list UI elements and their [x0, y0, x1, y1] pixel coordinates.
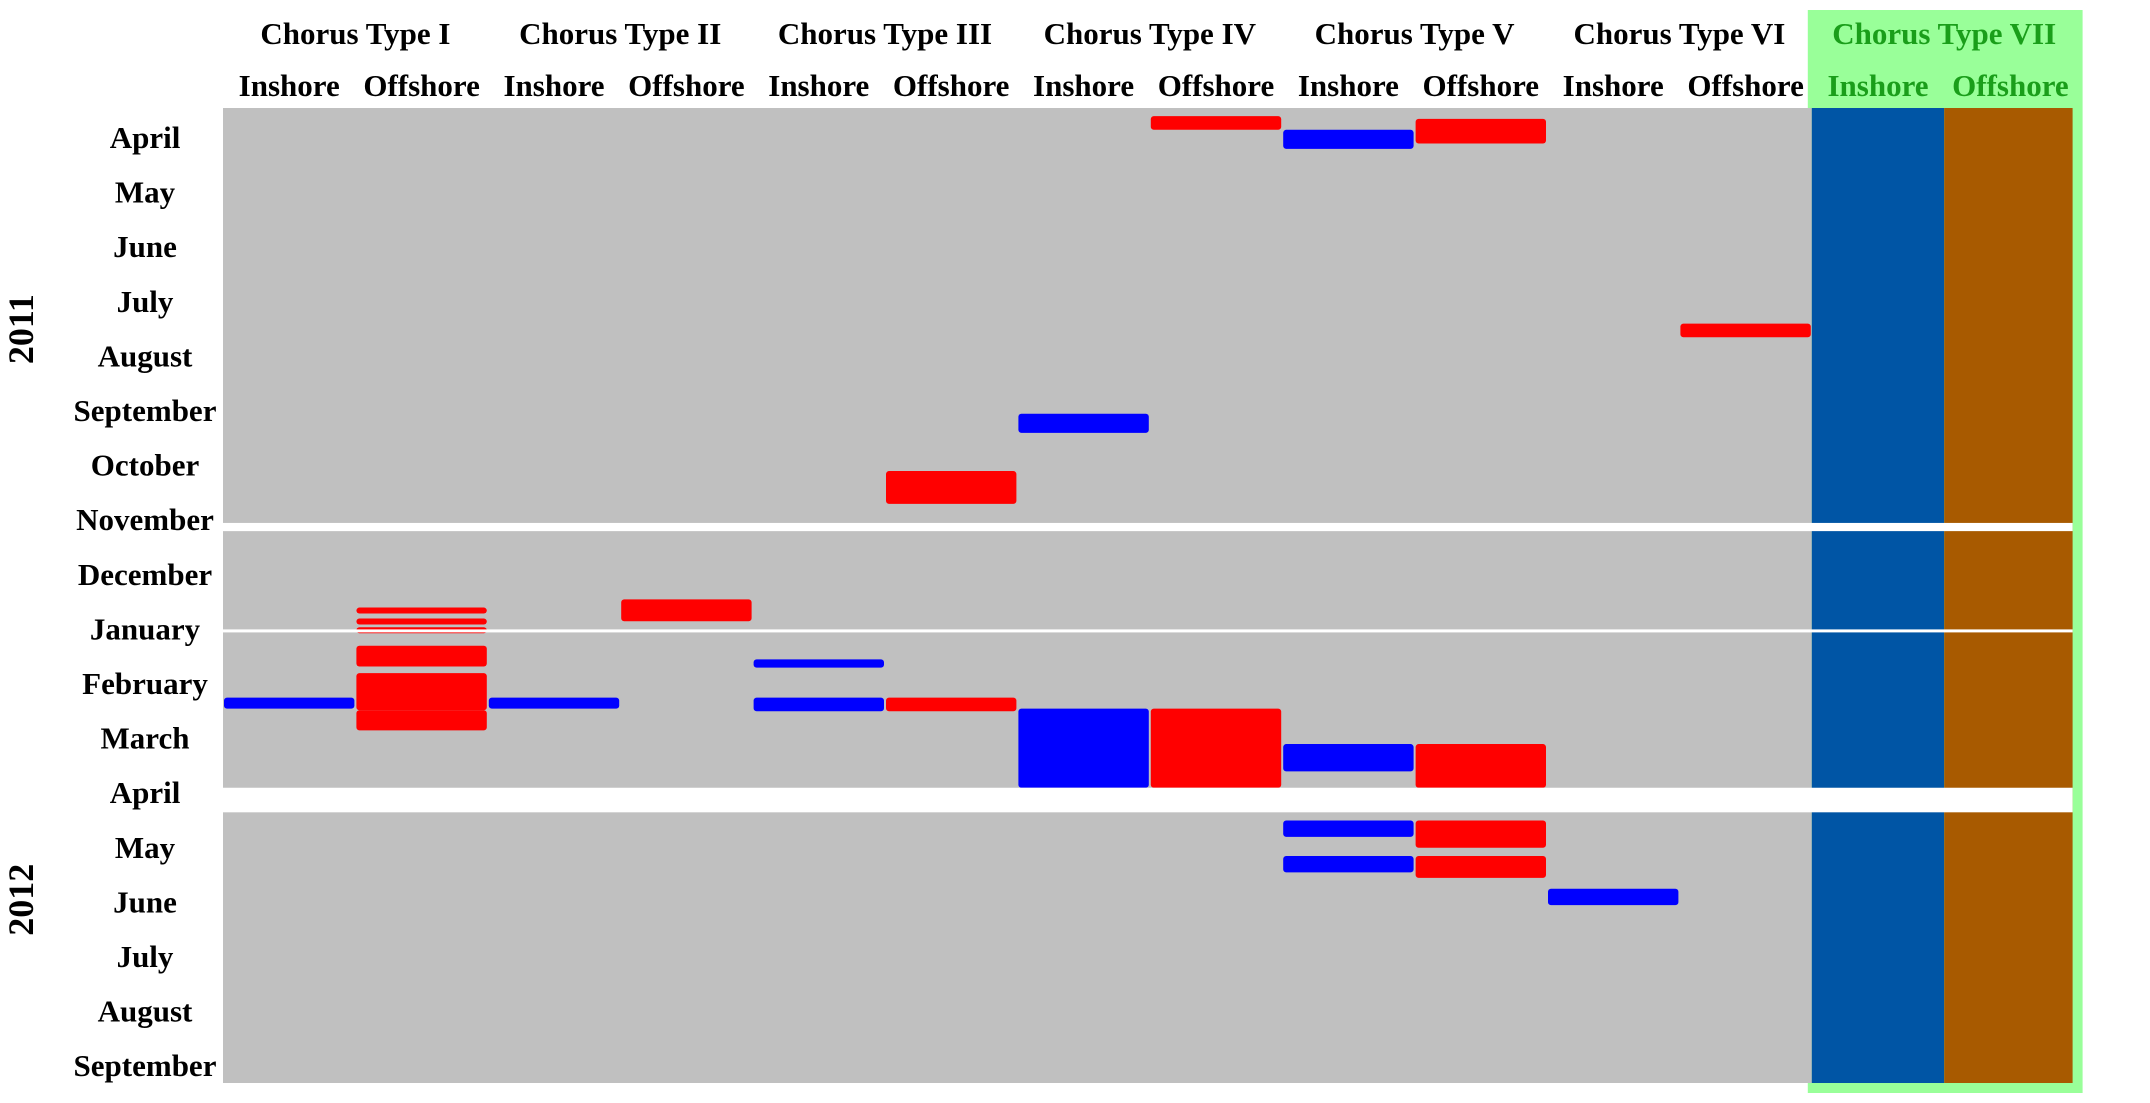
header-chorus-type-6: Chorus Type VI	[1573, 16, 1785, 51]
month-label-4: August	[98, 338, 193, 373]
month-label-12: April	[110, 775, 181, 810]
subheader-offshore-5: Offshore	[1423, 68, 1540, 103]
bar-type-5-offshore-22	[1415, 744, 1546, 788]
subheader-offshore-3: Offshore	[893, 68, 1010, 103]
bar-type-1-offshore-1	[356, 607, 487, 614]
month-label-11: March	[101, 721, 190, 756]
year-label-2011: 2011	[1, 294, 41, 364]
month-label-10: February	[82, 666, 208, 701]
subheader-inshore-2: Inshore	[503, 68, 604, 103]
bar-type-vii-offshore	[1944, 108, 2073, 1083]
bar-type-1-offshore-4	[356, 645, 487, 667]
bar-type-vii-inshore	[1811, 108, 1945, 1083]
header-chorus-type-3: Chorus Type III	[778, 16, 992, 51]
plot-background	[223, 10, 2083, 1093]
month-label-15: July	[117, 939, 174, 974]
bar-type-3-offshore-11	[886, 471, 1017, 504]
month-label-0: April	[110, 120, 181, 155]
recording-gap-2	[223, 787, 2073, 813]
month-label-9: January	[90, 611, 201, 646]
month-label-3: July	[117, 284, 174, 319]
subheader-inshore-7: Inshore	[1827, 68, 1928, 103]
bar-type-5-inshore-19	[1283, 820, 1414, 837]
header-chorus-type-5: Chorus Type V	[1315, 16, 1515, 51]
bar-type-6-inshore-25	[1548, 888, 1679, 906]
recording-gap-1	[223, 629, 2073, 633]
bar-type-5-offshore-23	[1415, 820, 1546, 848]
header-chorus-type-2: Chorus Type II	[519, 16, 721, 51]
subheader-offshore-2: Offshore	[628, 68, 745, 103]
bar-type-4-offshore-16	[1150, 708, 1282, 788]
bar-type-1-offshore-6	[356, 710, 487, 731]
bar-type-5-offshore-24	[1415, 855, 1546, 878]
plot-area	[223, 108, 1812, 1083]
bar-type-3-offshore-12	[886, 697, 1017, 712]
month-label-7: November	[76, 502, 214, 537]
subheader-inshore-4: Inshore	[1033, 68, 1134, 103]
subheader-inshore-6: Inshore	[1563, 68, 1664, 103]
occurrence-bars	[224, 108, 2073, 1083]
month-label-13: May	[115, 830, 176, 865]
month-label-16: August	[98, 994, 193, 1029]
bar-type-3-inshore-9	[753, 659, 884, 668]
subheader-inshore-1: Inshore	[239, 68, 340, 103]
bar-type-5-inshore-18	[1283, 744, 1414, 772]
year-label-2012: 2012	[1, 864, 41, 936]
bar-type-6-offshore-26	[1680, 323, 1811, 338]
subheader-offshore-4: Offshore	[1158, 68, 1275, 103]
bar-type-5-inshore-17	[1283, 129, 1414, 149]
subheader-inshore-3: Inshore	[768, 68, 869, 103]
bar-type-5-inshore-20	[1283, 855, 1414, 873]
month-label-2: June	[113, 229, 177, 264]
header-chorus-type-4: Chorus Type IV	[1044, 16, 1257, 51]
bar-type-1-offshore-5	[356, 673, 487, 711]
bar-type-5-offshore-21	[1415, 118, 1546, 144]
recording-gaps	[223, 522, 2073, 813]
bar-type-2-inshore-7	[488, 697, 620, 709]
bar-type-4-inshore-13	[1018, 413, 1149, 433]
bar-type-4-inshore-14	[1018, 708, 1149, 788]
month-label-1: May	[115, 175, 176, 210]
month-label-8: December	[78, 557, 212, 592]
subheader-offshore-1: Offshore	[363, 68, 480, 103]
header-chorus-type-1: Chorus Type I	[260, 16, 450, 51]
month-label-17: September	[74, 1048, 217, 1083]
subheader-offshore-6: Offshore	[1687, 68, 1804, 103]
bar-type-1-offshore-2	[356, 618, 487, 625]
month-label-14: June	[113, 884, 177, 919]
axis-labels: Chorus Type I Inshore Offshore Chorus Type …	[1, 16, 2069, 1083]
bar-type-1-inshore-0	[224, 697, 355, 709]
month-label-6: October	[91, 448, 200, 483]
recording-gap-0	[223, 522, 2073, 532]
month-label-5: September	[74, 393, 217, 428]
bar-type-2-offshore-8	[621, 599, 752, 622]
bar-type-3-inshore-10	[753, 697, 884, 712]
subheader-offshore-7: Offshore	[1952, 68, 2069, 103]
bar-type-4-offshore-15	[1150, 116, 1282, 130]
subheader-inshore-5: Inshore	[1298, 68, 1399, 103]
header-chorus-type-7: Chorus Type VII	[1832, 16, 2056, 51]
